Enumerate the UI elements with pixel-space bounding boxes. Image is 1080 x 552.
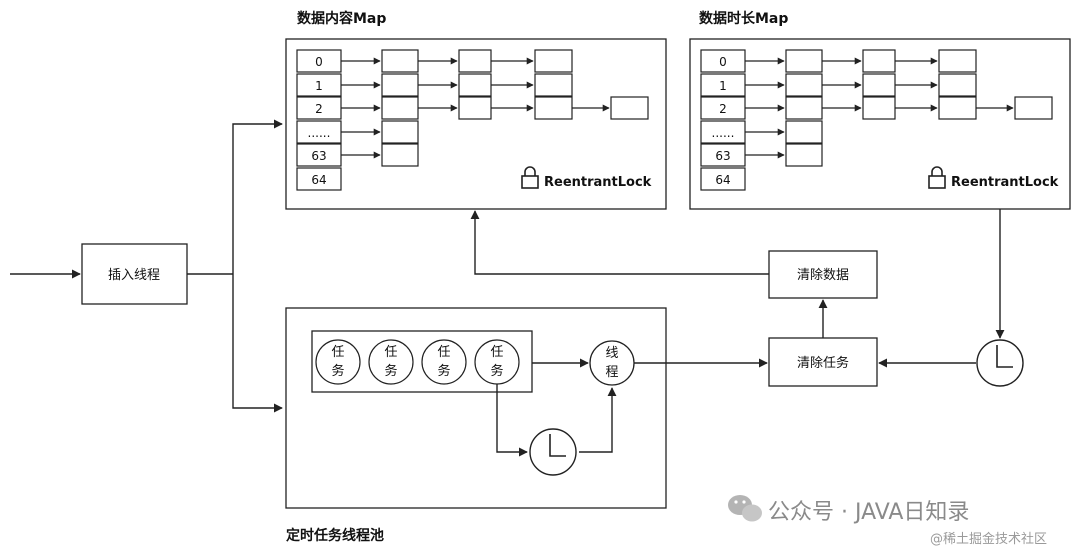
- task-label-2: 务: [331, 363, 344, 379]
- clear-task-label: 清除任务: [797, 355, 849, 371]
- bucket-slot-label: 1: [315, 79, 323, 93]
- chain-node: [458, 96, 492, 120]
- insert-to-pool-arrow: [232, 274, 283, 413]
- wechat-icon: [728, 495, 762, 522]
- lock-icon: [928, 166, 946, 189]
- chain-node: [381, 120, 419, 144]
- duration-map-structure: 0 1 2...... 63 64: [700, 49, 1053, 191]
- task-label-1: 任: [331, 345, 344, 360]
- chain-node: [785, 96, 823, 120]
- task-circle: [421, 339, 467, 385]
- chain-node: [458, 49, 492, 73]
- bucket-slot-label: 0: [719, 55, 727, 69]
- insert-to-content-map-arrow: [232, 119, 283, 274]
- chain-node: [938, 96, 977, 120]
- chain-node: [785, 120, 823, 144]
- chain-node: [862, 96, 896, 120]
- content-map-title: 数据内容Map: [297, 10, 386, 27]
- lock-icon: [521, 166, 539, 189]
- chain-node: [381, 73, 419, 97]
- task-label-1: 任: [384, 345, 397, 360]
- duration-timer-clock-icon: [976, 339, 1024, 387]
- bucket-slot-label: 64: [311, 173, 326, 187]
- chain-node: [938, 73, 977, 97]
- bucket-slot: [296, 167, 342, 191]
- task-label-2: 务: [384, 363, 397, 379]
- watermark-main: 公众号 · JAVA日知录: [768, 500, 970, 525]
- bucket-slot-label: 63: [311, 149, 326, 163]
- bucket-slot-label: 64: [715, 173, 730, 187]
- task-queue-box: [311, 330, 533, 393]
- thread-label-2: 程: [605, 365, 618, 380]
- bucket-slot-label: 2: [315, 102, 323, 116]
- task-label-2: 务: [437, 363, 450, 379]
- clear-data-label: 清除数据: [797, 268, 849, 283]
- clear-task-box: [768, 337, 878, 387]
- chain-node: [785, 143, 823, 167]
- thread-label-1: 线: [605, 346, 618, 361]
- chain-node: [862, 73, 896, 97]
- bucket-slot-label: ......: [712, 126, 735, 140]
- pool-title: 定时任务线程池: [286, 527, 384, 544]
- insert-thread-label: 插入线程: [108, 268, 160, 283]
- bucket-slot-label: 63: [715, 149, 730, 163]
- bucket-slot-label: 2: [719, 102, 727, 116]
- task-to-timer-arrow: [496, 384, 528, 457]
- bucket-slot-label: 0: [315, 55, 323, 69]
- chain-node: [785, 73, 823, 97]
- task-circle: [368, 339, 414, 385]
- task-label-1: 任: [490, 345, 503, 360]
- chain-node: [534, 73, 573, 97]
- clear-data-to-content-map-arrow: [470, 210, 769, 275]
- thread-pool-box: [285, 307, 667, 509]
- chain-node: [458, 73, 492, 97]
- content-map-structure: 0 1 2...... 63 64: [296, 49, 649, 191]
- chain-node: [938, 49, 977, 73]
- task-label-1: 任: [437, 345, 450, 360]
- task-circle: [315, 339, 361, 385]
- duration-map-title: 数据时长Map: [699, 10, 788, 27]
- bucket-slot-label: ......: [308, 126, 331, 140]
- content-map-lock-label: ReentrantLock: [544, 175, 652, 190]
- chain-node: [381, 49, 419, 73]
- chain-node: [534, 49, 573, 73]
- duration-map-lock-label: ReentrantLock: [951, 175, 1059, 190]
- task-label-2: 务: [490, 363, 503, 379]
- watermark-sub: @稀土掘金技术社区: [930, 532, 1048, 547]
- chain-node: [381, 96, 419, 120]
- clear-data-box: [768, 250, 878, 299]
- insert-thread-box: [81, 243, 188, 305]
- chain-node: [862, 49, 896, 73]
- chain-node: [610, 96, 649, 120]
- timer-to-thread-arrow: [579, 387, 617, 453]
- bucket-slot-label: 1: [719, 79, 727, 93]
- chain-node: [785, 49, 823, 73]
- chain-node: [534, 96, 573, 120]
- bucket-slot: [700, 167, 746, 191]
- duration-map-box: [689, 38, 1071, 210]
- chain-node: [381, 143, 419, 167]
- content-map-box: [285, 38, 667, 210]
- chain-node: [1014, 96, 1053, 120]
- timer-clock-icon: [529, 428, 577, 476]
